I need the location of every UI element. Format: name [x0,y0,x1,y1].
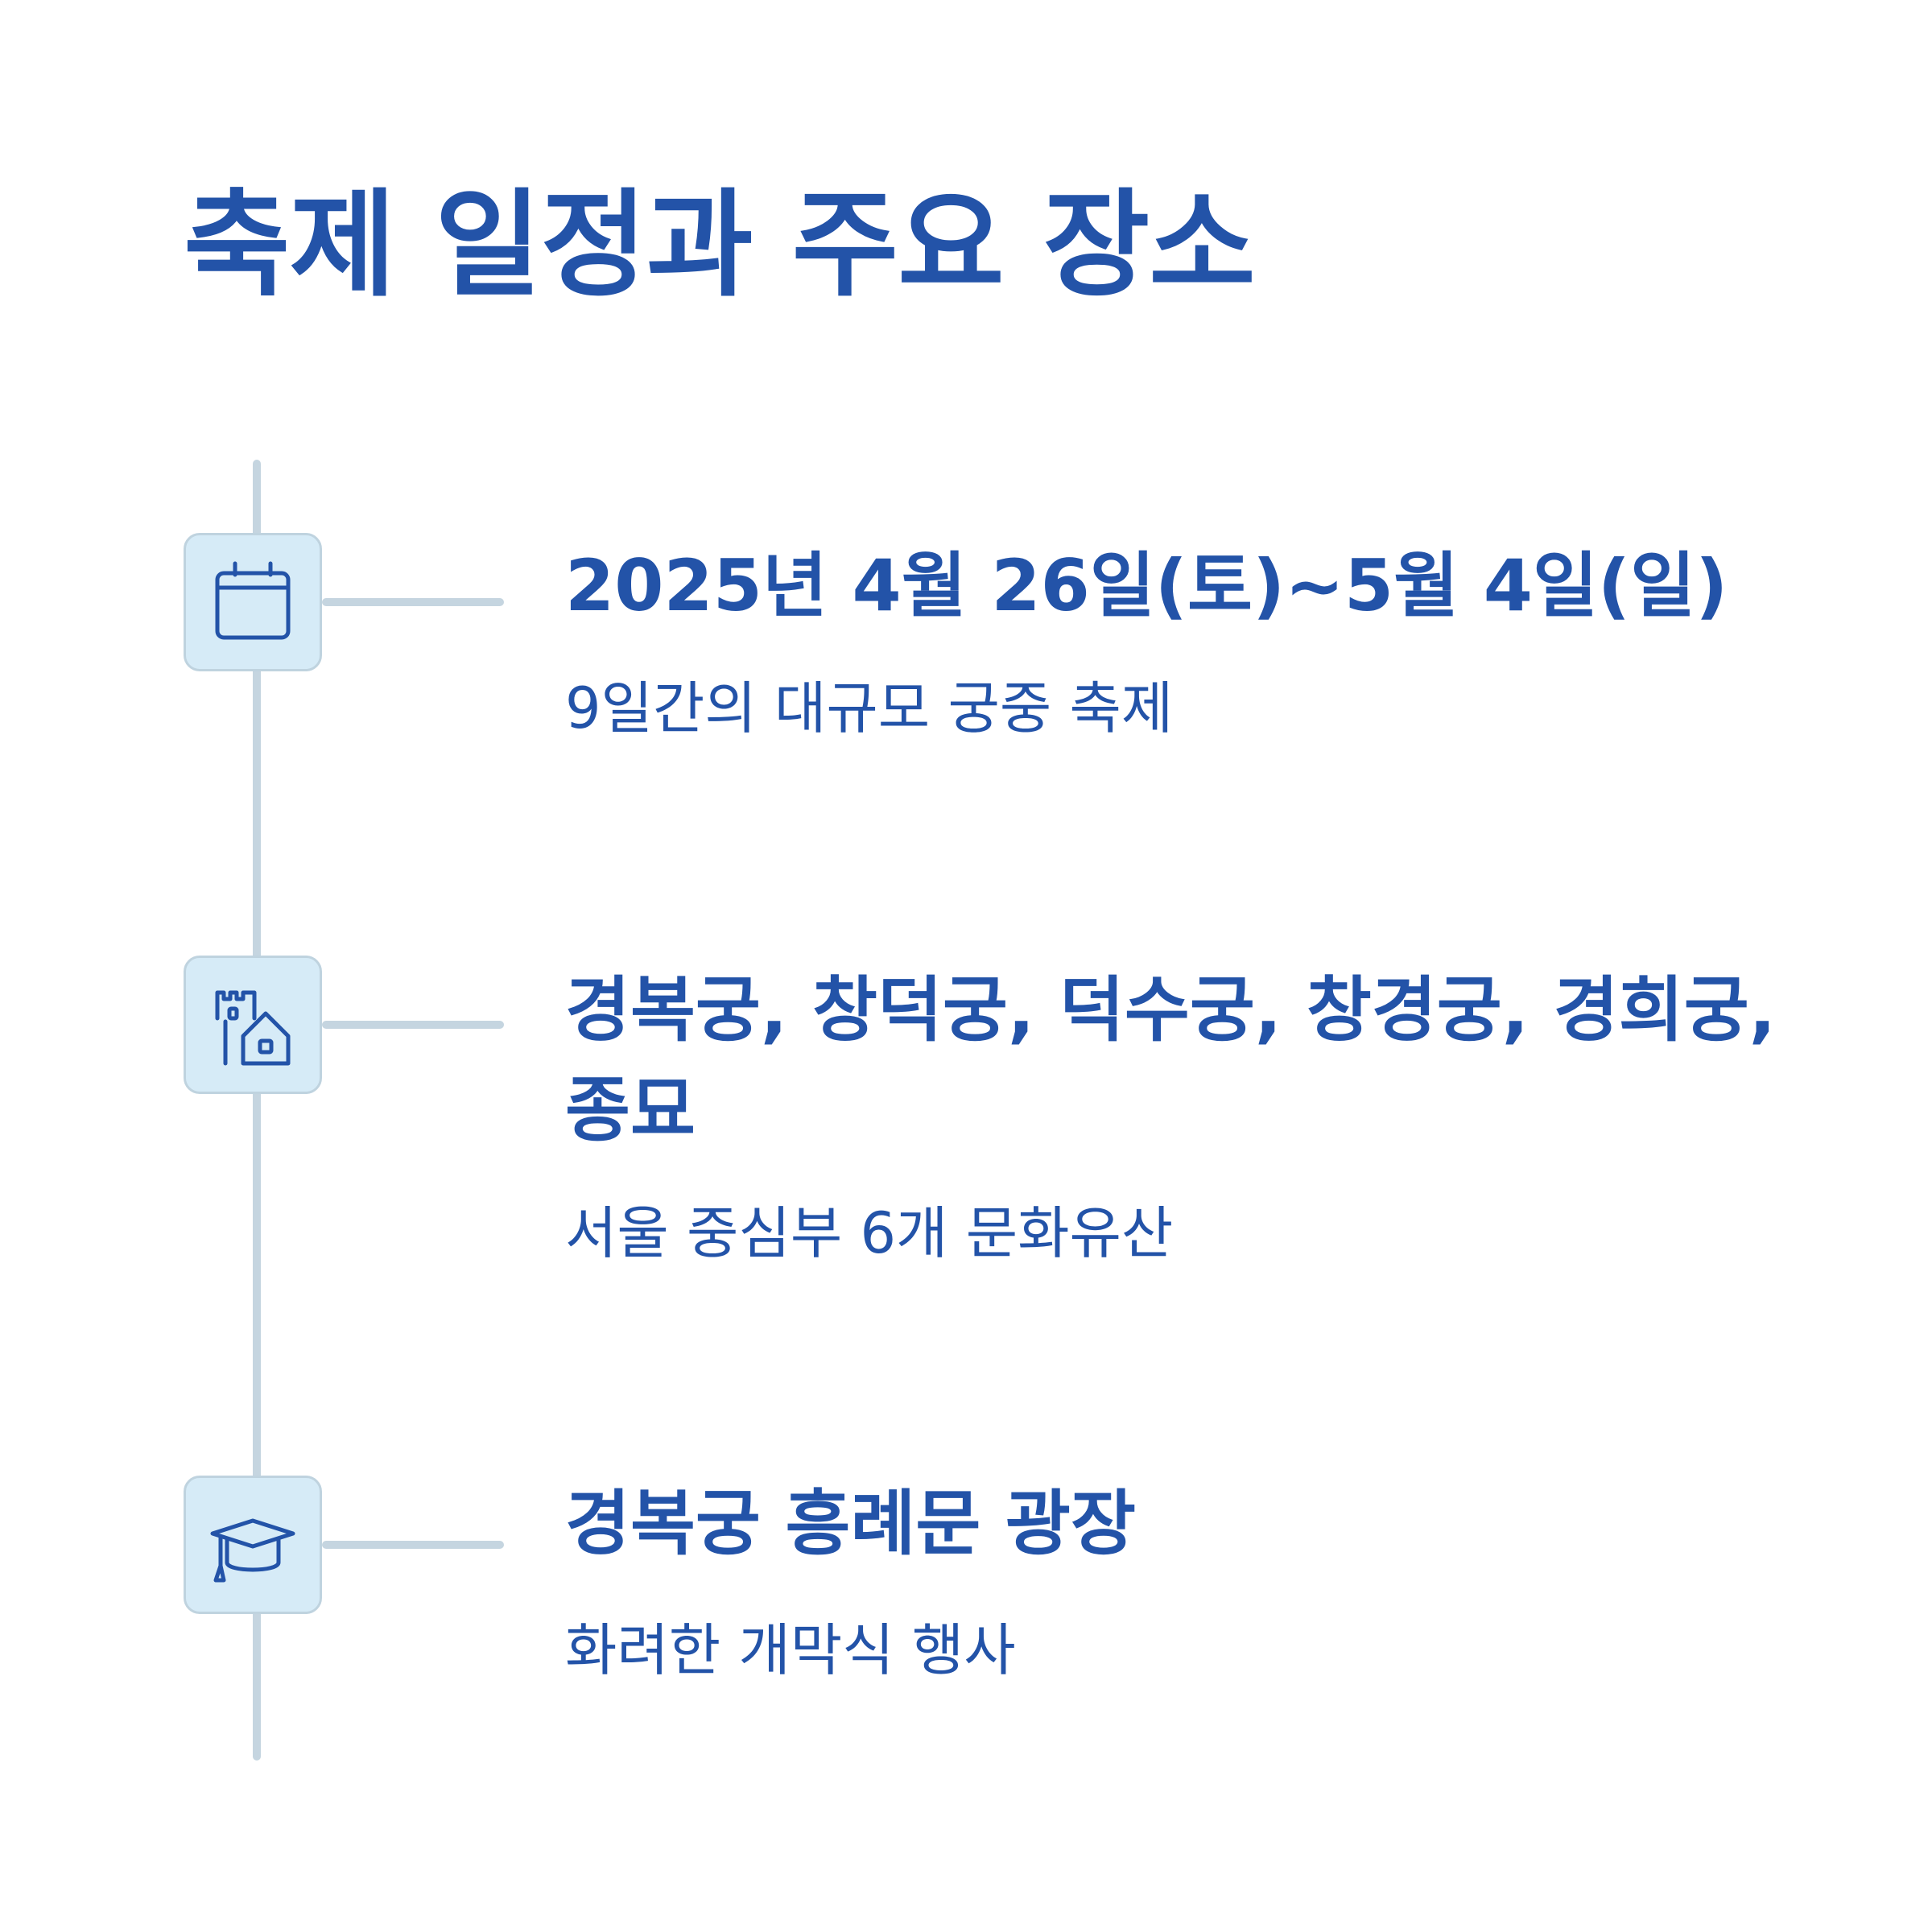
palace-icon-box [184,956,322,1094]
timeline-connector [322,1541,504,1549]
calendar-icon-box [184,533,322,671]
venue-list: 경복궁, 창덕궁, 덕수궁, 창경궁, 경희궁, 종묘 [565,968,1777,1151]
timeline-connector [322,1021,504,1029]
palace-landmark-icon [215,990,291,1066]
graduation-cap-icon [210,1518,295,1583]
venue-description: 서울 중심부 6개 문화유산 [565,1200,1174,1266]
graduation-cap-icon-box [184,1476,322,1614]
schedule-description: 9일간의 대규모 궁중 축제 [565,675,1174,741]
schedule-dates: 2025년 4월 26일(토)~5월 4일(일) [565,544,1728,627]
page-title: 축제 일정과 주요 장소 [184,177,1256,312]
timeline-line [253,460,261,1761]
calendar-icon [215,561,291,640]
opening-description: 화려한 개막식 행사 [565,1617,1016,1683]
opening-venue: 경복궁 흥례문 광장 [565,1482,1136,1565]
timeline-connector [322,598,504,606]
